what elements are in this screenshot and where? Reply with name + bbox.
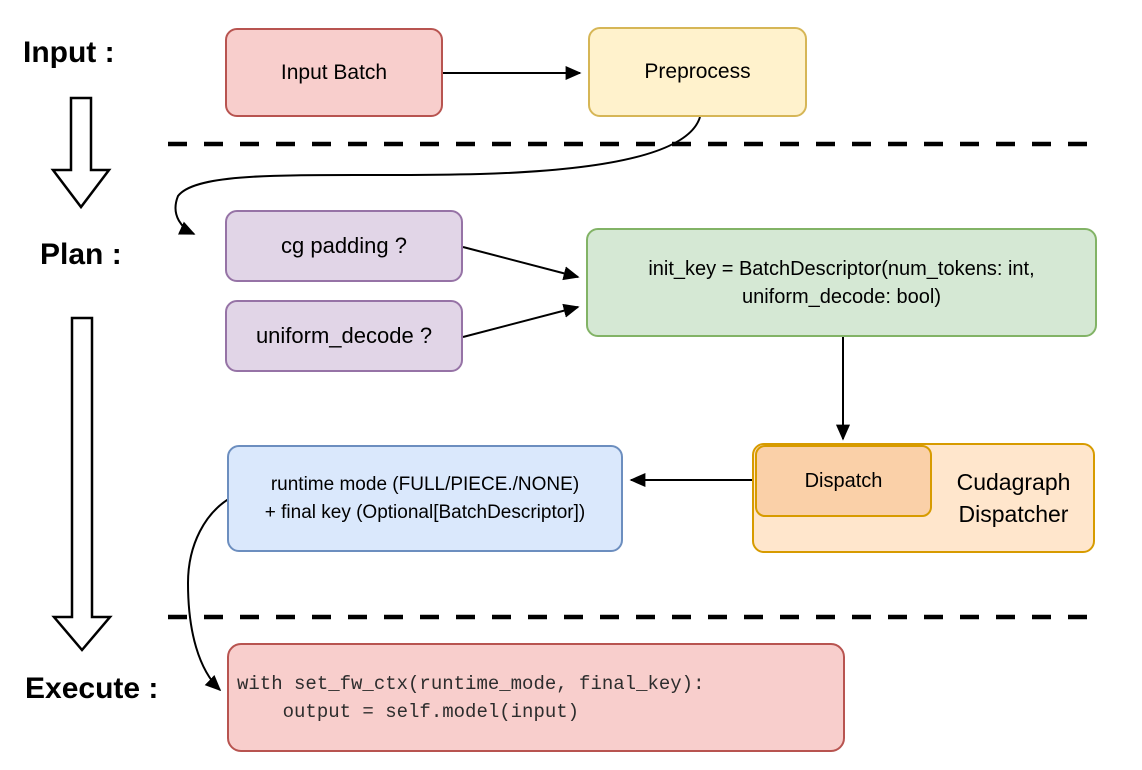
node-dispatch-label: Dispatch (804, 469, 883, 492)
node-input-batch: Input Batch (225, 28, 443, 117)
execute-code-line2: output = self.model(input) (237, 700, 580, 723)
arrow-uniform-decode-to-init-key (462, 303, 580, 338)
flow-arrow-input-to-plan (50, 96, 112, 210)
stage-label-input: Input : (23, 36, 115, 69)
node-uniform-decode: uniform_decode ? (225, 300, 463, 372)
arrow-cg-padding-to-init-key (462, 246, 580, 281)
node-runtime-mode-line2: + final key (Optional[BatchDescriptor]) (264, 501, 586, 523)
execute-code-line1: with set_fw_ctx(runtime_mode, final_key)… (237, 672, 705, 695)
flow-arrow-plan-to-execute (51, 316, 113, 652)
node-init-key-line1: init_key = BatchDescriptor(num_tokens: i… (648, 257, 1035, 280)
node-runtime-mode: runtime mode (FULL/PIECE./NONE) + final … (227, 445, 623, 552)
node-preprocess-label: Preprocess (644, 60, 751, 84)
node-input-batch-label: Input Batch (280, 60, 388, 84)
node-cg-padding-label: cg padding ? (281, 233, 407, 259)
node-preprocess: Preprocess (588, 27, 807, 117)
node-uniform-decode-label: uniform_decode ? (255, 323, 433, 349)
stage-label-plan: Plan : (40, 238, 122, 271)
node-init-key-line2: uniform_decode: bool) (741, 285, 941, 308)
stage-label-execute: Execute : (25, 672, 159, 705)
arrow-runtime-mode-to-execute-code (186, 496, 233, 692)
arrow-preprocess-to-cg-padding (174, 116, 701, 235)
node-runtime-mode-line1: runtime mode (FULL/PIECE./NONE) (270, 473, 580, 495)
cudagraph-label-line1: Cudagraph (956, 469, 1071, 495)
node-cg-padding: cg padding ? (225, 210, 463, 282)
cudagraph-label-line2: Dispatcher (958, 501, 1069, 527)
node-init-key: init_key = BatchDescriptor(num_tokens: i… (586, 228, 1097, 337)
node-execute-code: with set_fw_ctx(runtime_mode, final_key)… (227, 643, 845, 752)
node-dispatch: Dispatch (755, 445, 932, 517)
node-cudagraph-dispatcher-label: Cudagraph Dispatcher (932, 443, 1095, 553)
